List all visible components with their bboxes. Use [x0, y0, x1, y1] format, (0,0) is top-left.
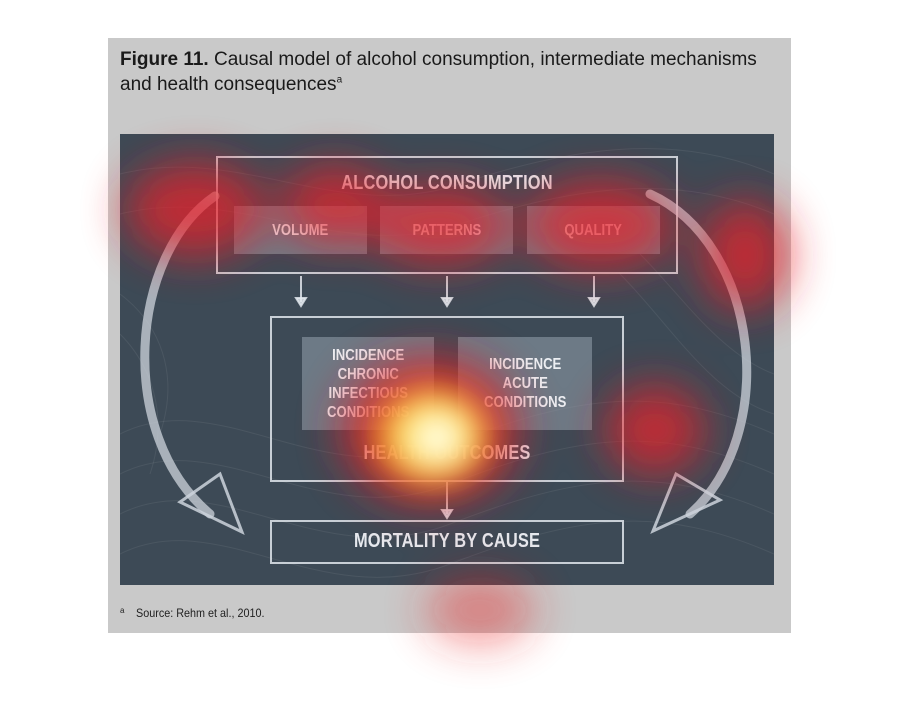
right-curved-arrow: [645, 189, 752, 534]
quality-label: QUALITY: [564, 221, 623, 239]
footnote-text: Source: Rehm et al., 2010.: [136, 606, 265, 620]
volume-label: VOLUME: [272, 221, 329, 239]
patterns-label: PATTERNS: [412, 221, 481, 239]
acute-conditions-label: INCIDENCE ACUTE CONDITIONS: [483, 356, 567, 411]
caption-footnote-mark: a: [336, 74, 343, 86]
figure-caption-text: Causal model of alcohol consumption, int…: [120, 49, 757, 95]
mortality-title: MORTALITY BY CAUSE: [353, 530, 541, 552]
figure-caption: Figure 11. Causal model of alcohol consu…: [120, 47, 785, 97]
alcohol-consumption-title: ALCOHOL CONSUMPTION: [341, 172, 553, 194]
causal-model-diagram: ALCOHOL CONSUMPTION VOLUME PATTERNS QUAL…: [120, 134, 774, 585]
chronic-conditions-box: INCIDENCE CHRONIC INFECTIOUS CONDITIONS: [302, 337, 434, 430]
figure-number: Figure 11.: [120, 49, 209, 70]
health-outcomes-title: HEALTH OUTCOMES: [363, 442, 531, 464]
mortality-box: [270, 520, 624, 564]
footnote-mark: a: [120, 606, 125, 615]
acute-conditions-box: INCIDENCE ACUTE CONDITIONS: [458, 337, 592, 430]
chronic-conditions-label: INCIDENCE CHRONIC INFECTIOUS CONDITIONS: [326, 346, 410, 421]
volume-box: VOLUME: [234, 206, 367, 254]
patterns-box: PATTERNS: [380, 206, 513, 254]
quality-box: QUALITY: [527, 206, 660, 254]
footnote: a Source: Rehm et al., 2010.: [120, 606, 279, 620]
